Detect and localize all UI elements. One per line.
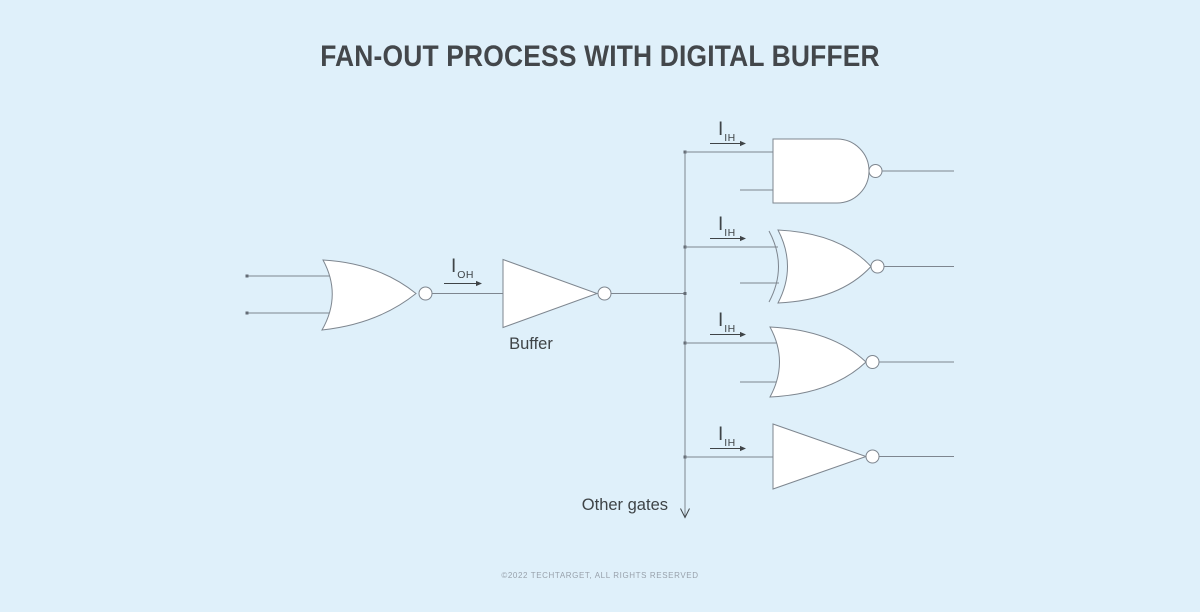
inversion-bubble bbox=[865, 449, 880, 464]
inversion-bubble bbox=[870, 259, 885, 274]
input-terminal-dot bbox=[245, 311, 249, 315]
arrowhead-icon bbox=[740, 331, 746, 338]
not-gate-icon bbox=[772, 423, 868, 490]
fanout-branch-nor: IIH bbox=[685, 310, 954, 398]
arrowhead-icon bbox=[740, 445, 746, 452]
nor-gate-icon bbox=[321, 259, 417, 331]
iih-label-text: IIH bbox=[718, 214, 736, 239]
fanout-branch-nand: IIH bbox=[685, 119, 954, 204]
input-nor-gate-group bbox=[245, 259, 433, 331]
iih-label-text: IIH bbox=[718, 424, 736, 449]
input-terminal-dot bbox=[245, 274, 249, 278]
buffer-gate-icon bbox=[502, 258, 599, 329]
arrowhead-icon bbox=[476, 280, 482, 287]
ioh-label-text: IOH bbox=[451, 256, 474, 281]
inversion-bubble bbox=[418, 286, 433, 301]
buffer-gate-group: Buffer bbox=[502, 258, 685, 353]
iih-label-text: IIH bbox=[718, 119, 736, 144]
nand-gate-icon bbox=[772, 138, 870, 204]
copyright-text: ©2022 TECHTARGET, ALL RIGHTS RESERVED bbox=[501, 571, 699, 580]
arrowhead-icon bbox=[740, 140, 746, 147]
bus-junction-dot bbox=[683, 292, 687, 295]
other-gates-label: Other gates bbox=[582, 496, 668, 514]
inversion-bubble bbox=[868, 164, 883, 178]
fanout-branch-xnor: IIH bbox=[685, 214, 954, 304]
nor-gate-icon bbox=[769, 326, 867, 398]
fanout-branch-not: IIH bbox=[685, 423, 954, 490]
buffer-label: Buffer bbox=[509, 335, 553, 353]
inversion-bubble bbox=[865, 355, 880, 369]
inversion-bubble bbox=[597, 286, 612, 301]
page-title: FAN-OUT PROCESS WITH DIGITAL BUFFER bbox=[320, 40, 880, 73]
xor-extra-curve bbox=[768, 230, 779, 303]
iih-label-text: IIH bbox=[718, 310, 736, 335]
arrowhead-icon bbox=[740, 235, 746, 242]
xnor-gate-icon bbox=[777, 229, 872, 304]
down-arrowhead-icon bbox=[680, 508, 690, 519]
ioh-current-label: IOH bbox=[432, 256, 503, 294]
